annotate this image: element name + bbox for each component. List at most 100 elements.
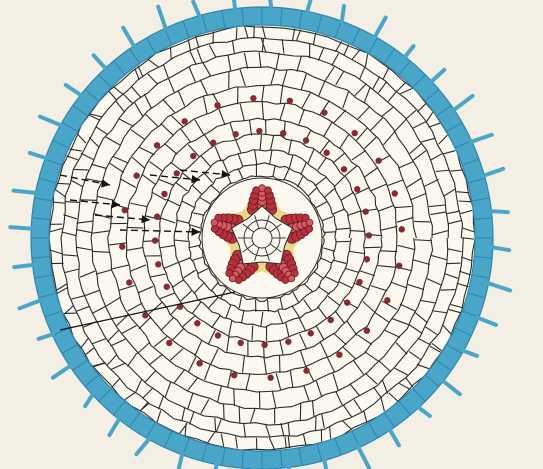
endodermis-dot bbox=[210, 140, 216, 146]
root-hair bbox=[358, 447, 369, 468]
root-hair bbox=[30, 153, 46, 158]
root-hair bbox=[109, 419, 119, 436]
cortex-cell-wall bbox=[441, 290, 456, 291]
endodermis-dot bbox=[321, 109, 327, 115]
endodermis-dot bbox=[364, 327, 370, 333]
root-hair bbox=[158, 7, 166, 29]
endodermis-dot bbox=[351, 130, 357, 136]
endodermis-dot bbox=[303, 368, 309, 374]
endodermis-dot bbox=[344, 299, 350, 305]
root-hair bbox=[390, 429, 399, 445]
root-hair bbox=[488, 283, 511, 290]
root-hair bbox=[66, 85, 82, 95]
endodermis-dot bbox=[399, 226, 405, 232]
cortex-cell-wall bbox=[74, 169, 89, 170]
root-hair bbox=[405, 46, 414, 57]
endodermis-dot bbox=[215, 332, 221, 338]
root-hair bbox=[453, 96, 472, 110]
endodermis-dot bbox=[232, 131, 238, 137]
root-hair bbox=[85, 394, 93, 406]
endodermis-dot bbox=[161, 191, 167, 197]
root-hair bbox=[233, 0, 235, 10]
cortex-cell-wall bbox=[459, 201, 471, 202]
endodermis-dot bbox=[303, 137, 309, 143]
endodermis-dot bbox=[122, 207, 128, 213]
endodermis-dot bbox=[392, 190, 398, 196]
root-hair bbox=[10, 227, 32, 229]
cortex-cell-wall bbox=[380, 251, 397, 252]
endodermis-dot bbox=[250, 95, 256, 101]
endodermis-dot bbox=[181, 118, 187, 124]
endodermis-dot bbox=[384, 297, 390, 303]
root-hair bbox=[324, 459, 327, 469]
endodermis-dot bbox=[267, 375, 273, 381]
cortex-cell-wall bbox=[365, 247, 381, 248]
endodermis-dot bbox=[196, 360, 202, 366]
root-hair bbox=[39, 334, 53, 339]
endodermis-dot bbox=[214, 102, 220, 108]
root-hair bbox=[53, 366, 71, 378]
cortex-cell-wall bbox=[239, 406, 240, 422]
endodermis-dot bbox=[142, 312, 148, 318]
root-hair bbox=[123, 28, 134, 47]
cortex-cell-wall bbox=[224, 404, 225, 421]
endodermis-dot bbox=[155, 261, 161, 267]
central-stele bbox=[202, 178, 322, 298]
endodermis-dot bbox=[231, 372, 237, 378]
cortex-cell-wall bbox=[236, 27, 237, 39]
endodermis-dot bbox=[363, 208, 369, 214]
root-hair bbox=[179, 454, 182, 468]
cortex-cell-wall bbox=[446, 263, 460, 264]
xylem-cell bbox=[288, 275, 295, 282]
endodermis-dot bbox=[166, 340, 172, 346]
endodermis-dot bbox=[152, 237, 158, 243]
root-hair bbox=[431, 70, 444, 82]
endodermis-dot bbox=[194, 320, 200, 326]
endodermis-dot bbox=[238, 340, 244, 346]
root-hair bbox=[375, 17, 386, 37]
endodermis-dot bbox=[375, 157, 381, 163]
root-hair bbox=[94, 55, 106, 69]
endodermis-dot bbox=[336, 351, 342, 357]
endodermis-dot bbox=[323, 150, 329, 156]
root-hair bbox=[478, 318, 496, 325]
endodermis-dot bbox=[133, 172, 139, 178]
root-hair bbox=[307, 0, 313, 12]
endodermis-dot bbox=[328, 317, 334, 323]
root-hair bbox=[471, 135, 492, 142]
endodermis-dot bbox=[256, 128, 262, 134]
root-hair bbox=[14, 191, 37, 193]
cortex-cell-wall bbox=[324, 232, 336, 233]
endodermis-dot bbox=[364, 256, 370, 262]
root-hair bbox=[490, 211, 507, 212]
root-hair bbox=[14, 265, 33, 267]
xylem-cell bbox=[306, 219, 313, 226]
endodermis-dot bbox=[354, 186, 360, 192]
root-hair bbox=[193, 2, 200, 17]
endodermis-dot bbox=[154, 214, 160, 220]
endodermis-dot bbox=[366, 232, 372, 238]
endodermis-dot bbox=[261, 342, 267, 348]
endodermis-dot bbox=[308, 330, 314, 336]
xylem-cell bbox=[211, 219, 218, 226]
xylem-cell bbox=[229, 275, 236, 282]
xylem-cell bbox=[259, 185, 266, 192]
root-hair bbox=[20, 300, 41, 308]
root-hair bbox=[136, 439, 149, 455]
endodermis-dot bbox=[341, 166, 347, 172]
cortex-cell-wall bbox=[126, 227, 143, 228]
endodermis-dot bbox=[287, 98, 293, 104]
endodermis-dot bbox=[119, 243, 125, 249]
endodermis-dot bbox=[126, 279, 132, 285]
cortex-cell-wall bbox=[80, 200, 96, 201]
root-hair bbox=[463, 351, 477, 356]
root-hair bbox=[342, 6, 344, 22]
endodermis-dot bbox=[356, 279, 362, 285]
endodermis-dot bbox=[174, 170, 180, 176]
endodermis-dot bbox=[280, 130, 286, 136]
root-hair bbox=[492, 247, 509, 250]
root-hair bbox=[40, 117, 61, 126]
root-hair bbox=[483, 169, 503, 176]
